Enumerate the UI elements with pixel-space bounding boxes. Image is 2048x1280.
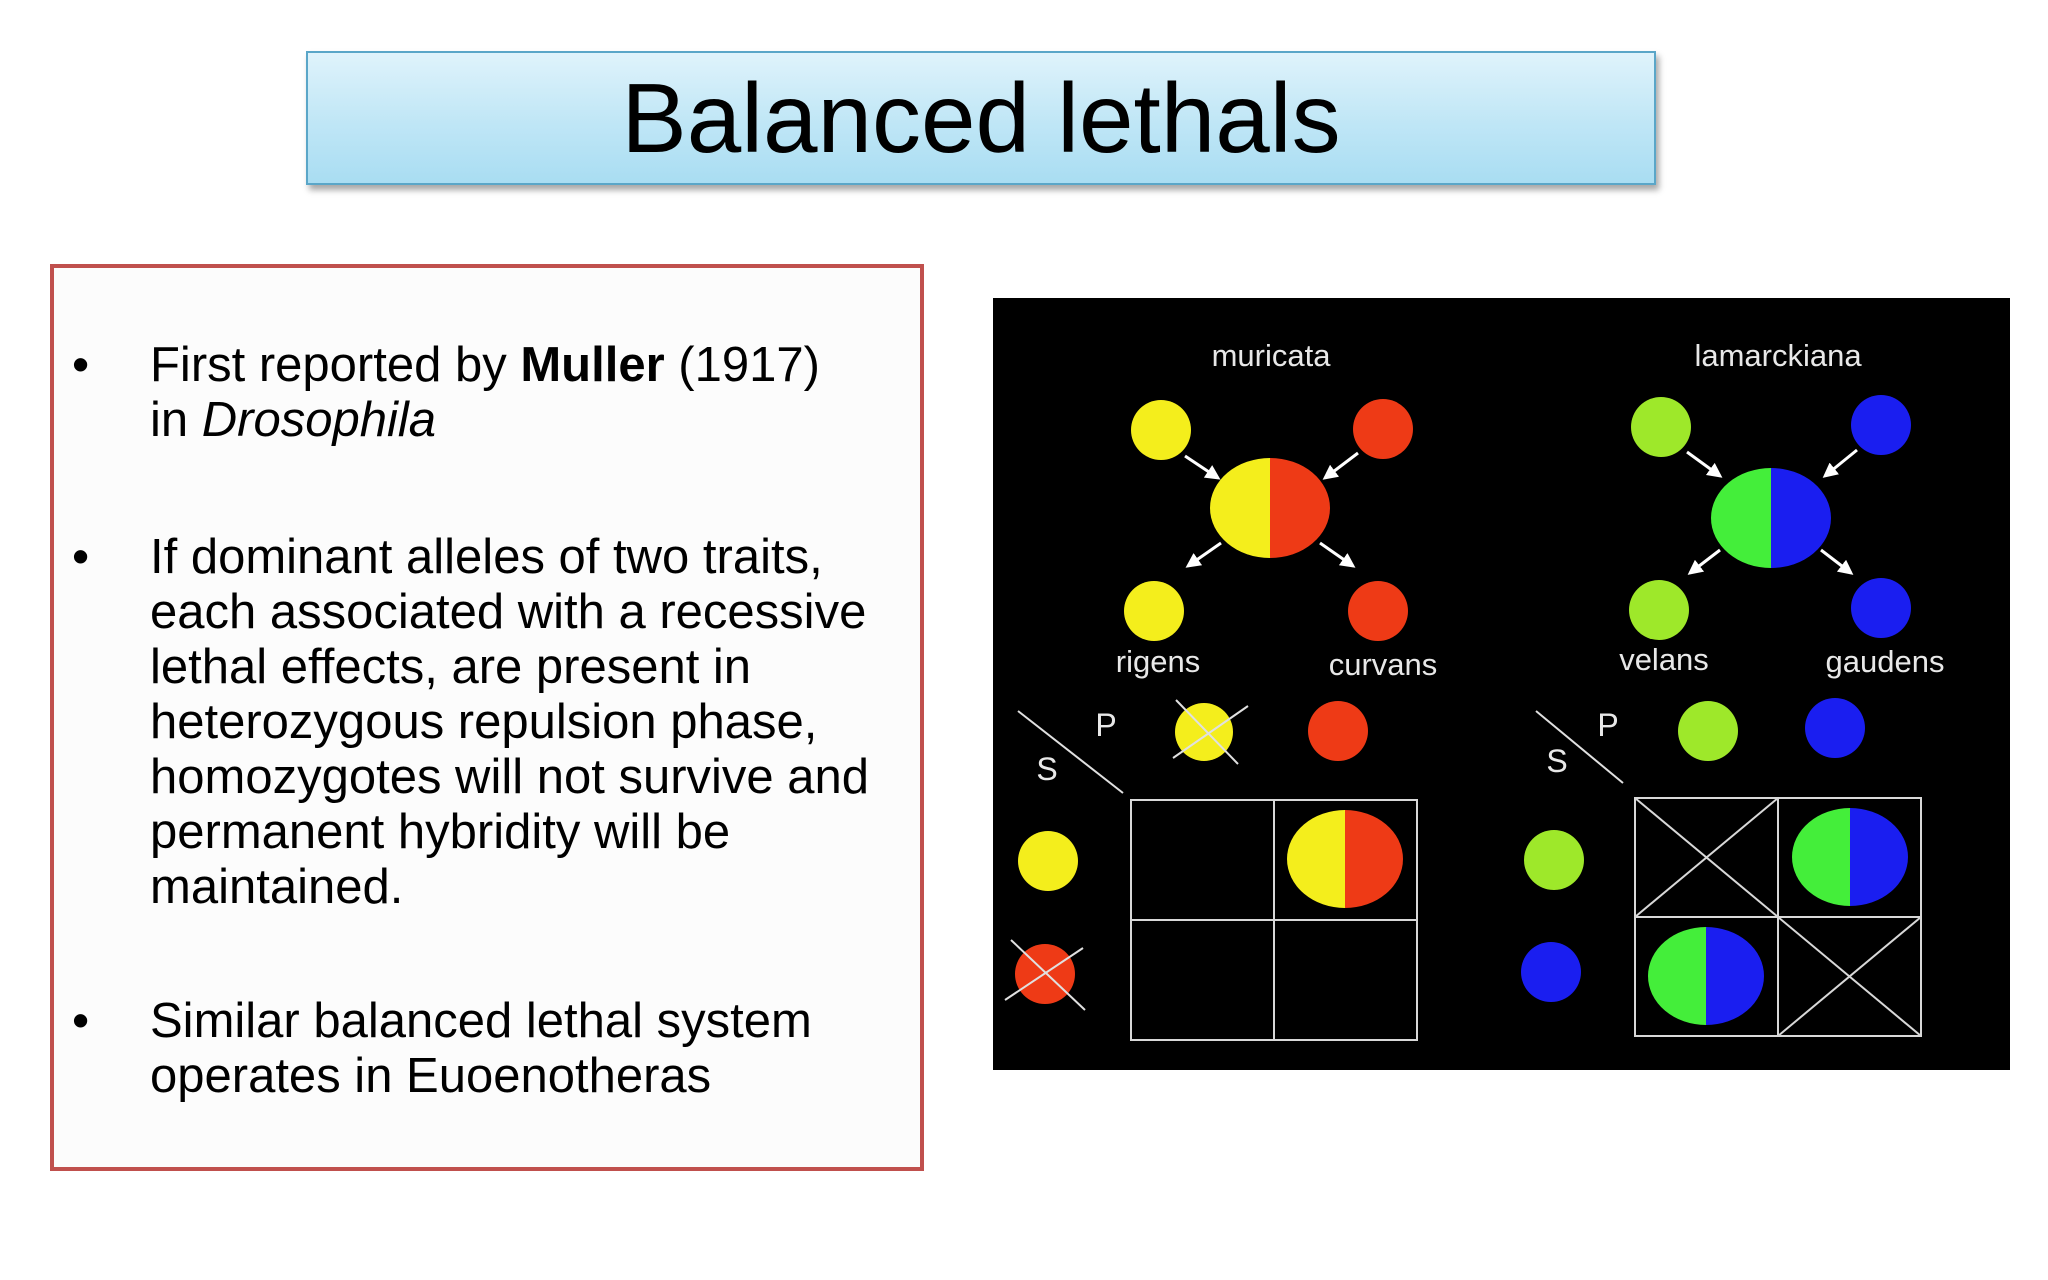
arrow-out-left	[1185, 541, 1222, 568]
arrow-out-right	[1820, 548, 1854, 575]
zygote-yellow-red-circle	[1210, 458, 1330, 558]
arrow-in-left	[1184, 454, 1221, 480]
bullet-text: First reported by Muller (1917) in Droso…	[150, 338, 900, 448]
gamete-red-circle	[1348, 581, 1408, 641]
bullet-dot: •	[72, 530, 90, 584]
gamete-red-crossed-icon	[1004, 939, 1086, 1011]
bullet-text: Similar balanced lethal system operates …	[150, 994, 812, 1103]
complex-label-gaudens: gaudens	[1826, 644, 1945, 679]
zygote-green-blue-circle	[1648, 927, 1764, 1025]
bullet-text-in: in	[150, 393, 202, 447]
gamete-blue-circle	[1851, 578, 1911, 638]
gamete-yellow-crossed-icon	[1172, 699, 1249, 765]
page-title: Balanced lethals	[621, 63, 1341, 173]
gamete-yellow-circle	[1124, 581, 1184, 641]
arrow-out-right	[1319, 541, 1356, 568]
species-label-muricata: muricata	[1212, 338, 1332, 373]
title-banner: Balanced lethals	[306, 51, 1656, 185]
punnett-diagonal	[1535, 710, 1624, 784]
bullet-text-year: (1917)	[664, 338, 820, 392]
bullet-text-box: • First reported by Muller (1917) in Dro…	[50, 264, 924, 1171]
bullet-italic-genus: Drosophila	[201, 393, 436, 447]
s-label: S	[1546, 743, 1567, 779]
gamete-yellow-circle	[1131, 400, 1191, 460]
s-label: S	[1036, 751, 1057, 787]
gamete-yellow-circle	[1018, 831, 1078, 891]
complex-label-rigens: rigens	[1116, 644, 1200, 679]
zygote-green-blue-circle	[1711, 468, 1831, 568]
arrow-in-right	[1322, 451, 1359, 480]
gamete-green-circle	[1629, 580, 1689, 640]
arrow-in-left	[1686, 450, 1723, 478]
zygote-green-blue-circle	[1792, 808, 1908, 906]
gamete-blue-circle	[1851, 395, 1911, 455]
gamete-green-circle	[1678, 701, 1738, 761]
bullet-bold-name: Muller	[520, 338, 665, 392]
bullet-text-prefix: First reported by	[150, 338, 521, 392]
species-label-lamarckiana: lamarckiana	[1694, 338, 1862, 373]
complex-label-curvans: curvans	[1329, 647, 1438, 682]
gamete-green-circle	[1524, 830, 1584, 890]
gamete-blue-circle	[1805, 698, 1865, 758]
punnett-grid-left	[1130, 799, 1418, 1041]
gamete-blue-circle	[1521, 942, 1581, 1002]
arrow-out-left	[1687, 548, 1721, 575]
punnett-grid-right	[1634, 797, 1922, 1037]
p-label: P	[1597, 707, 1618, 743]
punnett-diagonal	[1017, 710, 1124, 794]
diagram-canvas: muricata rigens curvans P S	[1004, 338, 1945, 1041]
p-label: P	[1095, 707, 1116, 743]
bullet-text: If dominant alleles of two traits, each …	[150, 530, 870, 914]
arrow-in-right	[1822, 448, 1858, 478]
gamete-red-circle	[1308, 701, 1368, 761]
bullet-dot: •	[72, 994, 90, 1048]
gamete-red-circle	[1353, 399, 1413, 459]
complex-label-velans: velans	[1619, 642, 1709, 677]
balanced-lethal-diagram: muricata rigens curvans P S	[993, 298, 2010, 1070]
gamete-green-circle	[1631, 397, 1691, 457]
zygote-yellow-red-circle	[1287, 810, 1403, 908]
bullet-dot: •	[72, 338, 90, 392]
